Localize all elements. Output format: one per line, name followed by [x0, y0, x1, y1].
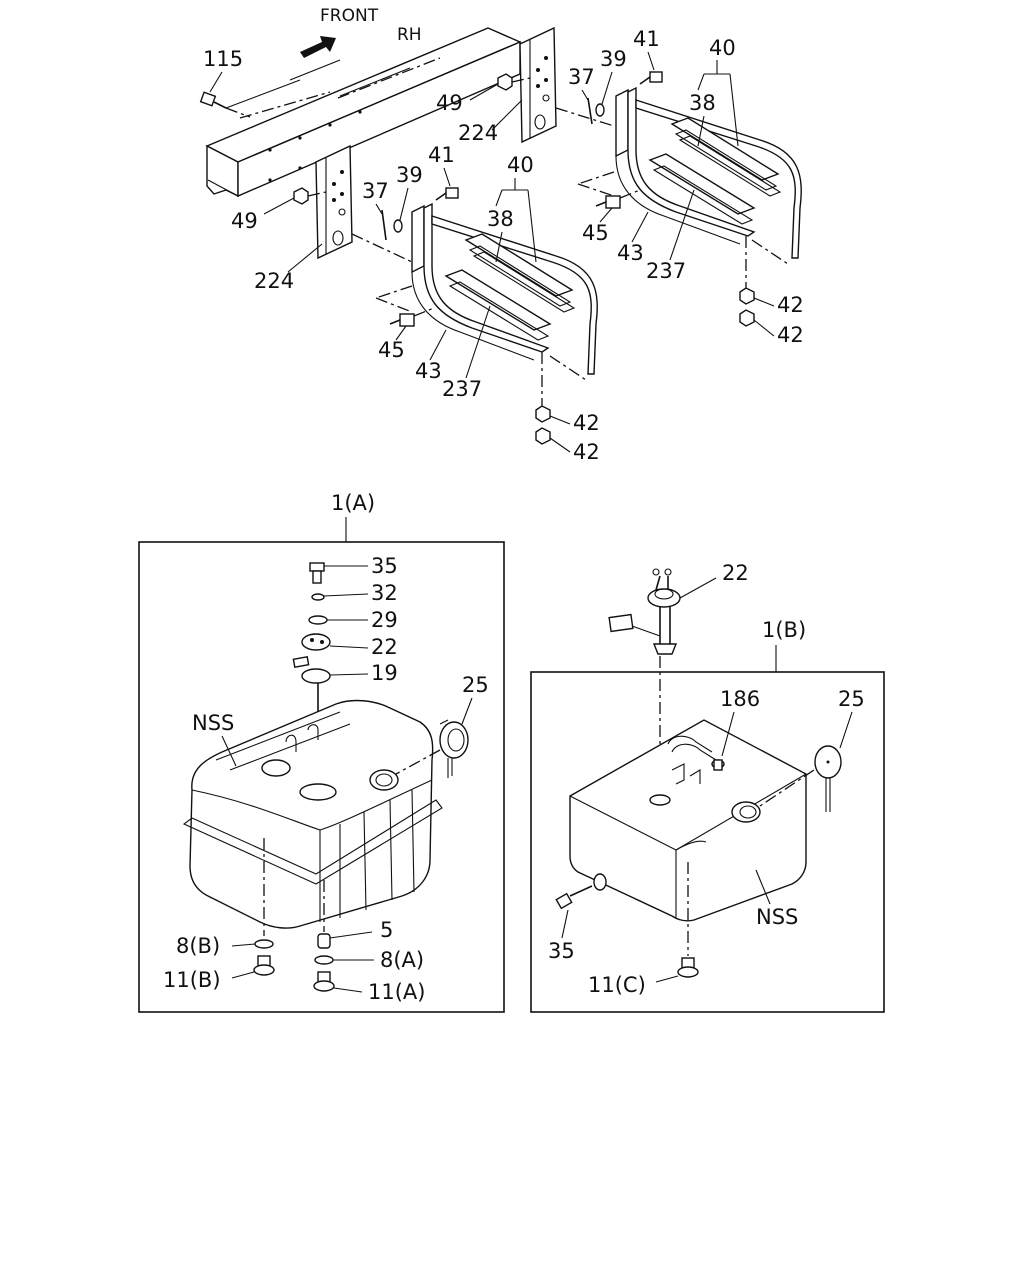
label-22-b: 22	[722, 561, 749, 585]
label-42-right-1: 42	[777, 293, 804, 317]
label-8b: 8(B)	[176, 934, 220, 958]
gasket-8b	[254, 939, 274, 949]
label-11b: 11(B)	[163, 968, 221, 992]
label-186: 186	[720, 687, 760, 711]
bolt-115	[199, 91, 227, 109]
nut-49-lower	[293, 187, 309, 205]
label-224-lower: 224	[254, 269, 294, 293]
label-43-left: 43	[415, 359, 442, 383]
label-40-right: 40	[709, 36, 736, 60]
label-8a: 8(A)	[380, 948, 424, 972]
rh-label: RH	[397, 25, 422, 45]
label-42-left-2: 42	[573, 440, 600, 464]
label-43-right: 43	[617, 241, 644, 265]
bracket-assembly-left	[351, 187, 598, 445]
bolt-35-a	[309, 562, 325, 584]
label-224-upper: 224	[458, 121, 498, 145]
label-115: 115	[203, 47, 243, 71]
nut-49-upper	[497, 73, 513, 91]
label-49-lower: 49	[231, 209, 258, 233]
label-32: 32	[371, 581, 398, 605]
drain-plug-11a	[313, 971, 335, 992]
label-25-a: 25	[462, 673, 489, 697]
label-5: 5	[380, 918, 393, 942]
bracket-assembly-right	[555, 71, 802, 327]
label-25-b: 25	[838, 687, 865, 711]
group-a-label: 1(A)	[331, 491, 375, 515]
group-b-label: 1(B)	[762, 618, 806, 642]
label-22-a: 22	[371, 635, 398, 659]
bolt-35-b	[555, 885, 593, 910]
mounting-plate-lower	[315, 144, 353, 260]
label-37-left: 37	[362, 179, 389, 203]
gauge-unit-22-a	[292, 633, 331, 668]
frame-rail	[205, 27, 522, 198]
group-b-frame	[530, 671, 885, 1013]
label-nss-b: NSS	[756, 905, 798, 929]
drain-plug-11b	[253, 955, 275, 976]
label-39-right: 39	[600, 47, 627, 71]
group-a-frame	[138, 541, 505, 1013]
tank-assembly-b: 22 1(B) 186	[530, 561, 885, 1013]
front-label: FRONT	[320, 6, 379, 26]
fuel-tank-a	[182, 699, 443, 929]
frame-mounting-assembly: FRONT RH 115	[199, 6, 804, 464]
gasket-8a	[314, 955, 334, 965]
label-237-left: 237	[442, 377, 482, 401]
label-38-right: 38	[689, 91, 716, 115]
label-29: 29	[371, 608, 398, 632]
tank-assembly-a: 1(A) 35 32 29 22 19	[138, 491, 505, 1013]
label-19: 19	[371, 661, 398, 685]
label-11a: 11(A)	[368, 980, 425, 1004]
label-41-right: 41	[633, 27, 660, 51]
label-49-upper: 49	[436, 91, 463, 115]
plug-5	[317, 933, 331, 949]
label-39-left: 39	[396, 163, 423, 187]
label-11c: 11(C)	[588, 973, 646, 997]
spring-washer-32	[311, 593, 325, 601]
filler-cap-25-a	[439, 719, 469, 778]
label-45-left: 45	[378, 338, 405, 362]
label-42-right-2: 42	[777, 323, 804, 347]
label-35-a: 35	[371, 554, 398, 578]
label-nss-a: NSS	[192, 711, 234, 735]
washer-29	[308, 615, 328, 625]
fuel-tank-b	[569, 719, 807, 922]
gauge-unit-22-b	[608, 568, 681, 655]
gasket-19	[301, 668, 331, 684]
label-41-left: 41	[428, 143, 455, 167]
label-35-b: 35	[548, 939, 575, 963]
label-38-left: 38	[487, 207, 514, 231]
drain-plug-11c	[677, 957, 699, 978]
mounting-plate-upper	[519, 26, 557, 144]
label-42-left-1: 42	[573, 411, 600, 435]
front-arrow-icon	[300, 36, 336, 58]
label-37-right: 37	[568, 65, 595, 89]
label-40-left: 40	[507, 153, 534, 177]
label-45-right: 45	[582, 221, 609, 245]
filler-cap-25-b	[814, 745, 842, 812]
label-237-right: 237	[646, 259, 686, 283]
